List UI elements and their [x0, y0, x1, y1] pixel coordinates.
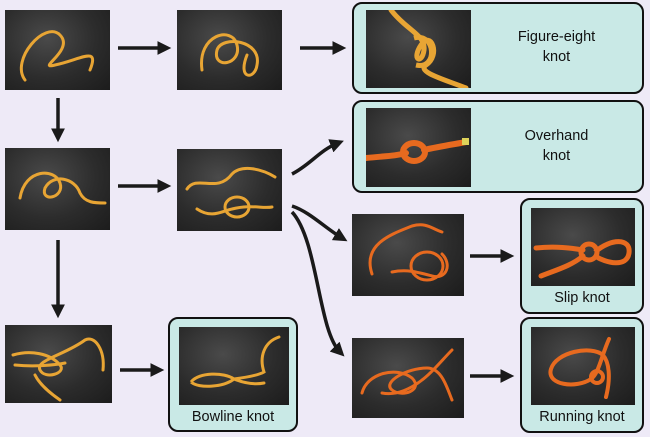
- photo-rope-twist-row2: [5, 148, 110, 230]
- photo-slip-knot: [531, 208, 635, 286]
- label-overhand-line1: Overhand: [474, 127, 639, 145]
- photo-bowline-knot: [179, 327, 289, 405]
- card-slip-knot: Slip knot: [520, 198, 644, 314]
- label-bowline-knot: Bowline knot: [170, 408, 296, 426]
- arrow-curve-to-slip-step: [292, 206, 342, 238]
- photo-rope-bowline-step: [5, 325, 112, 403]
- card-overhand-knot: Overhand knot: [352, 100, 644, 193]
- label-figure-eight-line1: Figure-eight: [474, 28, 639, 46]
- label-overhand-line2: knot: [474, 147, 639, 165]
- photo-rope-loose-start: [5, 10, 110, 90]
- photo-running-knot: [531, 327, 635, 405]
- label-running-knot: Running knot: [522, 408, 642, 426]
- card-running-knot: Running knot: [520, 317, 644, 433]
- card-bowline-knot: Bowline knot: [168, 317, 298, 432]
- photo-rope-loop-row1: [177, 10, 282, 90]
- arrow-curve-to-running-step: [292, 212, 340, 352]
- photo-figure-eight-knot: [366, 10, 471, 88]
- arrow-curve-to-overhand: [292, 143, 338, 174]
- photo-overhand-knot: [366, 108, 471, 187]
- photo-rope-running-step: [352, 338, 464, 418]
- label-figure-eight-line2: knot: [474, 48, 639, 66]
- photo-rope-overhand-loop: [177, 149, 282, 231]
- label-slip-knot: Slip knot: [522, 289, 642, 307]
- photo-rope-slip-step: [352, 214, 464, 296]
- card-figure-eight-knot: Figure-eight knot: [352, 2, 644, 94]
